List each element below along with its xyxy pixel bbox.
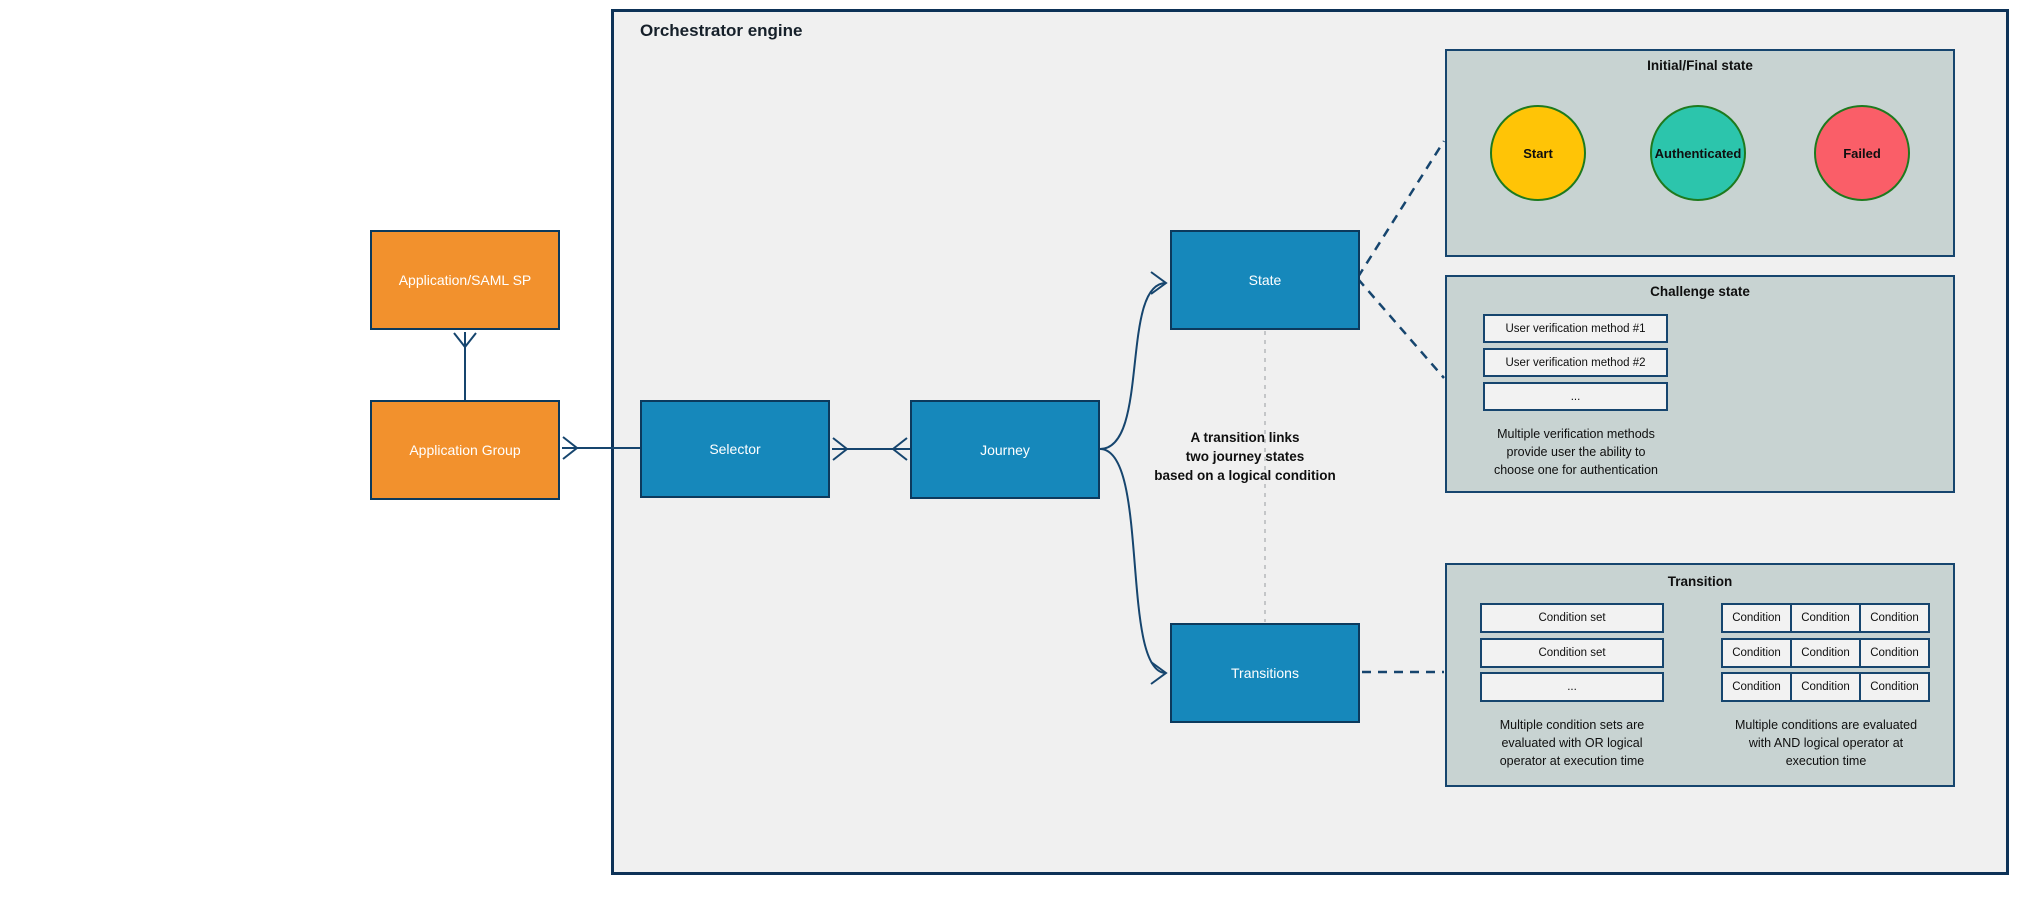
verification-method-box-2: User verification method #2	[1483, 348, 1668, 377]
node-label: Journey	[980, 441, 1030, 458]
caption-line: Multiple conditions are evaluated	[1734, 718, 1918, 732]
panel-transition-title: Transition	[1667, 574, 1733, 589]
caption-line: choose one for authentication	[1493, 463, 1658, 477]
node-state: State	[1170, 230, 1360, 330]
condition-cell: Condition	[1721, 638, 1792, 668]
node-selector: Selector	[640, 400, 830, 498]
node-label: State	[1248, 272, 1282, 288]
verification-method-box-more: ...	[1483, 382, 1668, 411]
condition-cell: Condition	[1721, 672, 1792, 702]
caption-line: execution time	[1785, 754, 1867, 768]
circle-label: Start	[1523, 145, 1553, 161]
condition-grid-row-2: Condition Condition Condition	[1721, 638, 1931, 668]
node-label: Transitions	[1231, 665, 1299, 681]
circle-label: Authenticated	[1654, 145, 1742, 161]
verification-method-box-1: User verification method #1	[1483, 314, 1668, 343]
condition-set-box-2: Condition set	[1480, 638, 1664, 668]
node-journey: Journey	[910, 400, 1100, 499]
condition-set-box-more: ...	[1480, 672, 1664, 702]
orchestrator-engine-title: Orchestrator engine	[640, 21, 803, 40]
condition-cell: Condition	[1790, 603, 1861, 633]
transition-conditions-caption: Multiple conditions are evaluated with A…	[1713, 716, 1939, 770]
condition-cell: Condition	[1790, 638, 1861, 668]
open-arrow-right-icon	[562, 436, 579, 460]
condition-cell: Condition	[1790, 672, 1861, 702]
caption-line: Multiple condition sets are	[1499, 718, 1645, 732]
caption-line: provide user the ability to	[1506, 445, 1646, 459]
caption-line: operator at execution time	[1499, 754, 1645, 768]
condition-cell: Condition	[1721, 603, 1792, 633]
caption-line: evaluated with OR logical	[1501, 736, 1643, 750]
condition-cell: Condition	[1859, 638, 1930, 668]
circle-label: Failed	[1843, 145, 1881, 161]
panel-initial-final-title: Initial/Final state	[1647, 58, 1753, 73]
condition-cell: Condition	[1859, 672, 1930, 702]
caption-line: Multiple verification methods	[1497, 427, 1655, 441]
caption-line: with AND logical operator at	[1748, 736, 1904, 750]
annotation-line: based on a logical condition	[1154, 468, 1336, 483]
open-arrow-down-icon	[453, 332, 477, 349]
annotation-line: two journey states	[1185, 449, 1305, 464]
node-application-saml-sp: Application/SAML SP	[370, 230, 560, 330]
panel-challenge-title: Challenge state	[1650, 284, 1750, 299]
annotation-line: A transition links	[1190, 430, 1300, 445]
condition-cell: Condition	[1859, 603, 1930, 633]
condition-grid-row-1: Condition Condition Condition	[1721, 603, 1931, 633]
node-transitions: Transitions	[1170, 623, 1360, 723]
annotation-transition-note: A transition links two journey states ba…	[1110, 428, 1380, 485]
condition-grid-row-3: Condition Condition Condition	[1721, 672, 1931, 702]
circle-failed: Failed	[1814, 105, 1910, 201]
transition-sets-caption: Multiple condition sets are evaluated wi…	[1464, 716, 1680, 770]
challenge-caption: Multiple verification methods provide us…	[1470, 425, 1682, 479]
node-label: Application/SAML SP	[398, 272, 532, 288]
circle-start: Start	[1490, 105, 1586, 201]
circle-authenticated: Authenticated	[1650, 105, 1746, 201]
node-application-group: Application Group	[370, 400, 560, 500]
condition-set-box-1: Condition set	[1480, 603, 1664, 633]
node-label: Application Group	[409, 442, 521, 458]
node-label: Selector	[709, 441, 761, 457]
